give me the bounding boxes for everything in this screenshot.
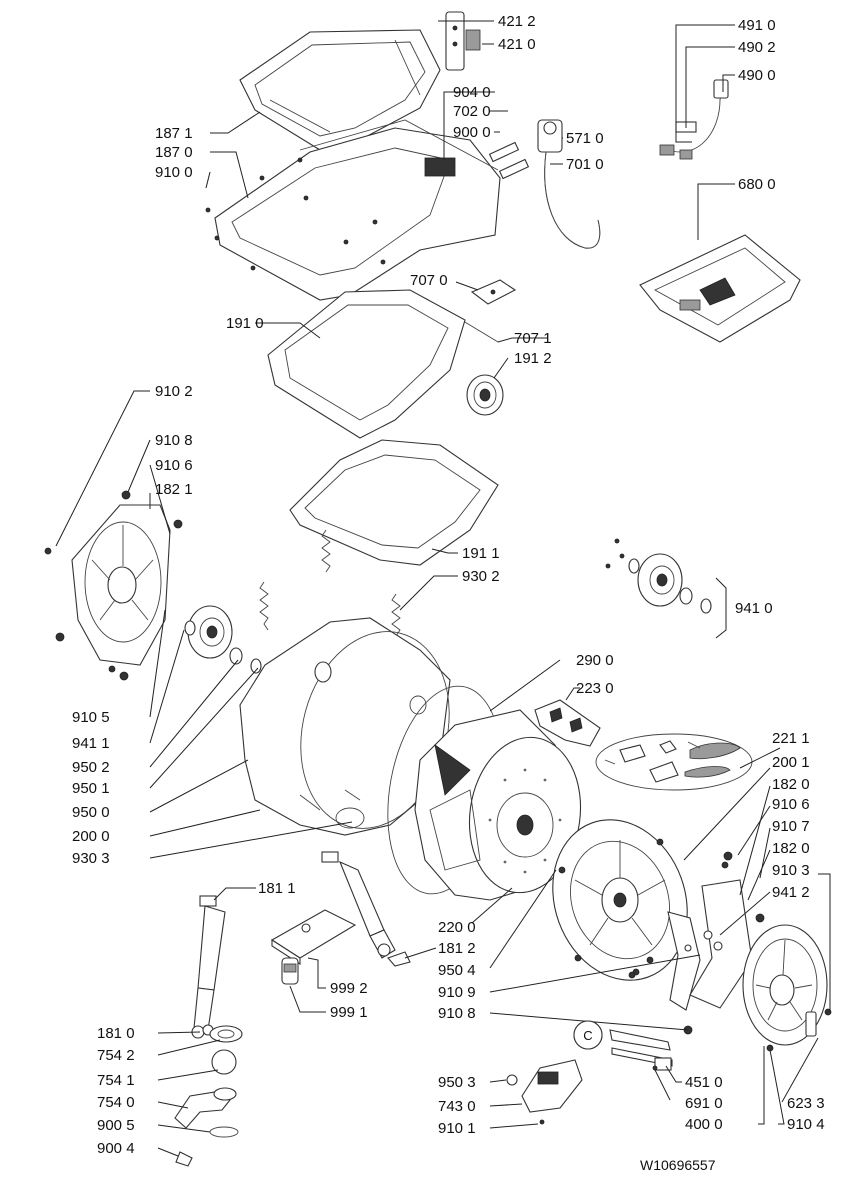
label-999-1: 999 1	[330, 1004, 368, 1021]
label-910-2: 910 2	[155, 383, 193, 400]
label-181-2: 181 2	[438, 940, 476, 957]
label-191-0: 191 0	[226, 315, 264, 332]
counterweight-brackets	[628, 851, 765, 1035]
pump-assembly-part	[506, 1059, 658, 1125]
label-680-0: 680 0	[738, 176, 776, 193]
label-701-0: 701 0	[566, 156, 604, 173]
label-900-0: 900 0	[453, 124, 491, 141]
label-571-0: 571 0	[566, 130, 604, 147]
label-904-0: 904 0	[453, 84, 491, 101]
label-421-2: 421 2	[498, 13, 536, 30]
label-191-2: 191 2	[514, 350, 552, 367]
label-691-0: 691 0	[685, 1095, 723, 1112]
label-941-2: 941 2	[772, 884, 810, 901]
part-labels: 421 2 421 0 491 0 490 2 490 0 904 0 702 …	[72, 13, 825, 1173]
connector-block-421	[445, 11, 481, 71]
dispenser-tray-part	[639, 234, 801, 343]
drain-pump-parts	[174, 1025, 243, 1167]
label-910-7: 910 7	[772, 818, 810, 835]
label-941-1: 941 1	[72, 735, 110, 752]
label-200-1: 200 1	[772, 754, 810, 771]
label-707-1: 707 1	[514, 330, 552, 347]
label-754-2: 754 2	[97, 1047, 135, 1064]
label-743-0: 743 0	[438, 1098, 476, 1115]
shock-absorber-right	[321, 851, 411, 967]
bearing-hub-right	[605, 538, 712, 614]
tub-ring-part	[267, 289, 466, 439]
label-910-4: 910 4	[787, 1116, 825, 1133]
gasket-frame-part	[289, 439, 499, 566]
label-910-8: 910 8	[155, 432, 193, 449]
label-182-0-b: 182 0	[772, 840, 810, 857]
label-910-9: 910 9	[438, 984, 476, 1001]
label-490-0: 490 0	[738, 67, 776, 84]
label-182-0-a: 182 0	[772, 776, 810, 793]
label-220-0: 220 0	[438, 919, 476, 936]
top-cover-part	[239, 29, 441, 151]
label-950-1: 950 1	[72, 780, 110, 797]
label-702-0: 702 0	[453, 103, 491, 120]
label-900-4: 900 4	[97, 1140, 135, 1157]
drum-lifter-part	[534, 699, 601, 747]
label-754-1: 754 1	[97, 1072, 135, 1089]
label-187-0: 187 0	[155, 144, 193, 161]
label-910-1: 910 1	[438, 1120, 476, 1137]
outer-tub-front-half	[552, 819, 688, 981]
water-valve-and-hose	[488, 119, 601, 249]
bearing-hub-left	[184, 605, 262, 674]
label-181-0: 181 0	[97, 1025, 135, 1042]
label-754-0: 754 0	[97, 1094, 135, 1111]
label-707-0: 707 0	[410, 272, 448, 289]
shock-absorber-left	[191, 895, 226, 1039]
label-491-0: 491 0	[738, 17, 776, 34]
label-900-5: 900 5	[97, 1117, 135, 1134]
parts-drawing	[44, 11, 832, 1167]
callout-c-letter: C	[583, 1028, 592, 1043]
drive-motor-part	[742, 924, 832, 1052]
label-910-8-b: 910 8	[438, 1005, 476, 1022]
callout-c: C	[573, 1020, 603, 1050]
label-999-2: 999 2	[330, 980, 368, 997]
document-id: W10696557	[640, 1157, 716, 1173]
label-290-0: 290 0	[576, 652, 614, 669]
top-frame-part	[214, 119, 501, 301]
label-950-3: 950 3	[438, 1074, 476, 1091]
label-910-6: 910 6	[155, 457, 193, 474]
label-930-2: 930 2	[462, 568, 500, 585]
label-221-1: 221 1	[772, 730, 810, 747]
label-490-2: 490 2	[738, 39, 776, 56]
power-cord-part	[659, 79, 729, 160]
label-182-1: 182 1	[155, 481, 193, 498]
label-950-0: 950 0	[72, 804, 110, 821]
label-187-1: 187 1	[155, 125, 193, 142]
leader-lines	[55, 20, 831, 1157]
label-941-0: 941 0	[735, 600, 773, 617]
hinge-rod-and-seal	[424, 279, 517, 416]
screw-set-910-0	[205, 157, 386, 271]
inner-drum-part	[414, 709, 582, 901]
accessory-parts-group	[595, 733, 753, 791]
label-930-3: 930 3	[72, 850, 110, 867]
label-400-0: 400 0	[685, 1116, 723, 1133]
label-950-2: 950 2	[72, 759, 110, 776]
label-910-5: 910 5	[72, 709, 110, 726]
pressure-chamber-part	[270, 909, 357, 985]
label-181-1: 181 1	[258, 880, 296, 897]
label-191-1: 191 1	[462, 545, 500, 562]
label-910-0: 910 0	[155, 164, 193, 181]
label-950-4: 950 4	[438, 962, 476, 979]
label-421-0: 421 0	[498, 36, 536, 53]
label-910-6-b: 910 6	[772, 796, 810, 813]
rear-flange-182-1	[44, 490, 183, 681]
label-200-0: 200 0	[72, 828, 110, 845]
label-910-3: 910 3	[772, 862, 810, 879]
label-623-3: 623 3	[787, 1095, 825, 1112]
label-223-0: 223 0	[576, 680, 614, 697]
label-451-0: 451 0	[685, 1074, 723, 1091]
